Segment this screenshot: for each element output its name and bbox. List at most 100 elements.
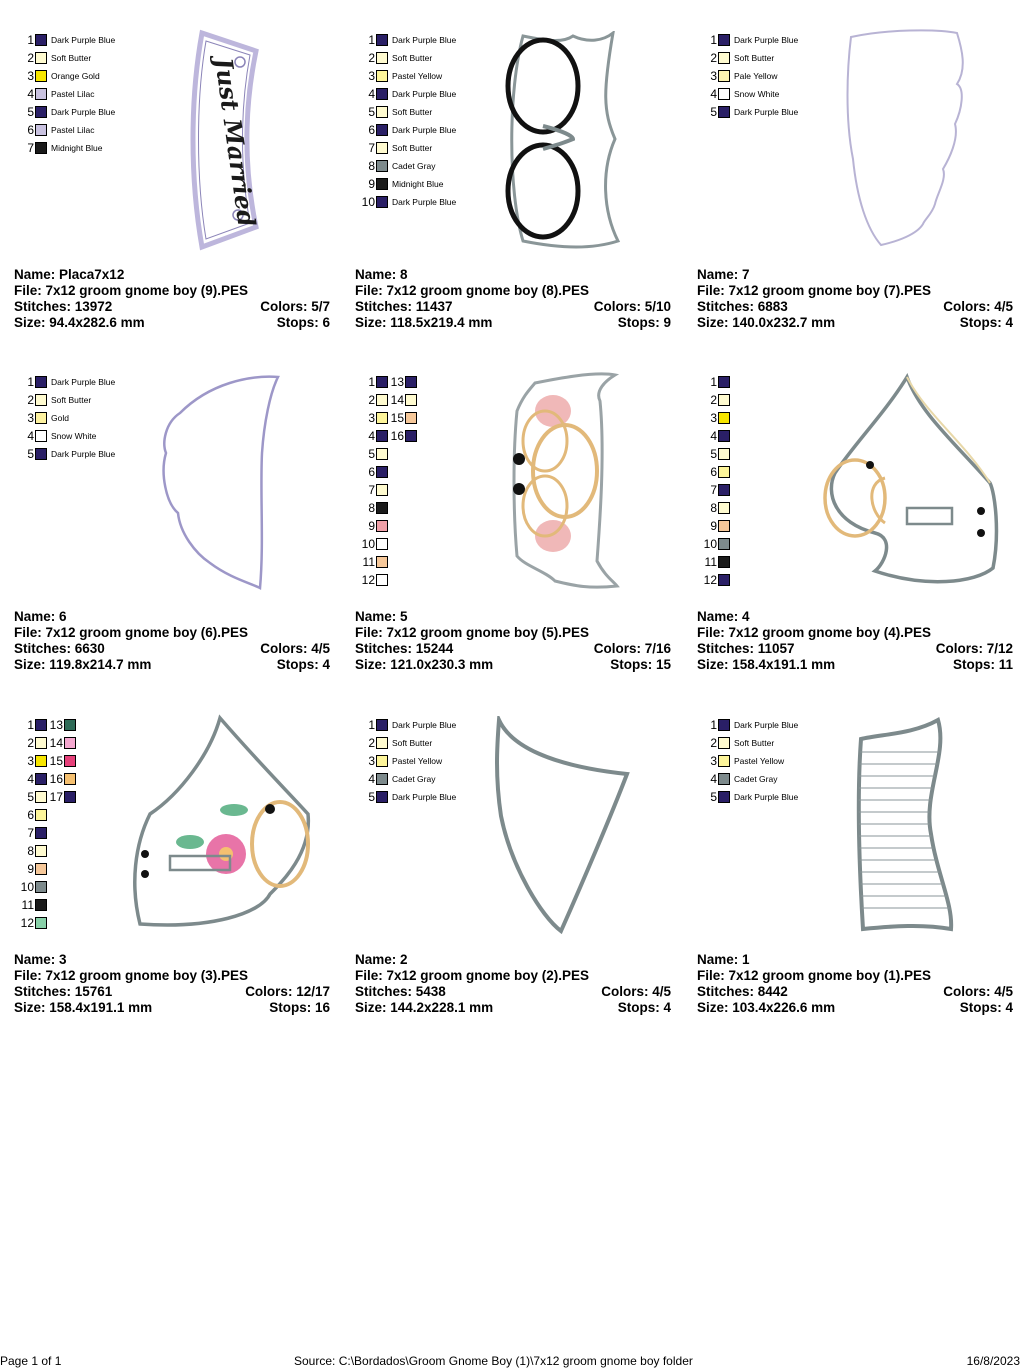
file-field: File: 7x12 groom gnome boy (3).PES xyxy=(14,968,248,983)
stops-field: Stops: 4 xyxy=(960,1000,1013,1016)
thread-name: Pastel Yellow xyxy=(734,756,785,766)
name-label: Name: xyxy=(355,952,401,967)
thread-number: 15 xyxy=(49,754,63,768)
thread-swatch xyxy=(35,719,47,731)
thread-number: 7 xyxy=(368,141,375,155)
name-line: Name: 4 xyxy=(697,609,1013,625)
stops-value: 6 xyxy=(322,315,330,330)
thread-swatch xyxy=(718,34,730,46)
stops-field: Stops: 16 xyxy=(269,1000,330,1016)
file-label: File: xyxy=(697,625,729,640)
stops-value: 4 xyxy=(1005,1000,1013,1015)
stops-value: 11 xyxy=(998,657,1013,672)
colors-field: Colors: 5/7 xyxy=(260,299,330,315)
stops-label: Stops: xyxy=(269,1000,315,1015)
stops-field: Stops: 4 xyxy=(960,315,1013,331)
name-line: Name: 3 xyxy=(14,952,330,968)
thread-swatch xyxy=(718,376,730,388)
thread-number: 1 xyxy=(27,718,34,732)
stops-value: 4 xyxy=(1005,315,1013,330)
thread-row: 7 xyxy=(703,481,730,499)
thread-name: Pale Yellow xyxy=(734,71,778,81)
colors-field: Colors: 5/10 xyxy=(594,299,671,315)
stitches-label: Stitches: xyxy=(14,984,75,999)
colors-value: 7/12 xyxy=(986,641,1013,656)
size-label: Size: xyxy=(355,657,391,672)
file-value: 7x12 groom gnome boy (7).PES xyxy=(728,283,932,298)
size-label: Size: xyxy=(14,657,50,672)
thread-swatch xyxy=(376,502,388,514)
file-line: File: 7x12 groom gnome boy (2).PES xyxy=(355,968,671,984)
thread-row: 6 xyxy=(20,806,76,824)
thread-number: 7 xyxy=(27,141,34,155)
stitches-label: Stitches: xyxy=(355,299,416,314)
size-value: 158.4x191.1 mm xyxy=(732,657,836,672)
name-value: 5 xyxy=(400,609,408,624)
thread-number: 6 xyxy=(368,465,375,479)
name-line: Name: Placa7x12 xyxy=(14,267,330,283)
thread-number: 4 xyxy=(368,429,375,443)
stitches-label: Stitches: xyxy=(355,641,416,656)
name-field: Name: 1 xyxy=(697,952,750,967)
print-date: 16/8/2023 xyxy=(966,1354,1020,1368)
thread-row: 4 xyxy=(703,427,730,445)
thread-number: 3 xyxy=(27,411,34,425)
size-field: Size: 119.8x214.7 mm xyxy=(14,657,151,672)
thread-number: 7 xyxy=(27,826,34,840)
file-field: File: 7x12 groom gnome boy (5).PES xyxy=(355,625,589,640)
file-label: File: xyxy=(14,968,46,983)
colors-field: Colors: 7/16 xyxy=(594,641,671,657)
thread-swatch xyxy=(718,52,730,64)
thread-name: Dark Purple Blue xyxy=(734,720,799,730)
thread-name: Midnight Blue xyxy=(392,179,444,189)
thread-swatch xyxy=(376,520,388,532)
thread-swatch xyxy=(718,448,730,460)
thread-name: Soft Butter xyxy=(51,53,92,63)
thread-name: Soft Butter xyxy=(392,738,433,748)
thread-name: Snow White xyxy=(734,89,780,99)
name-value: 6 xyxy=(59,609,67,624)
name-label: Name: xyxy=(14,609,60,624)
thread-row: 10 xyxy=(20,878,76,896)
thread-row: 12 xyxy=(361,571,417,589)
colors-label: Colors: xyxy=(593,299,645,314)
thread-swatch xyxy=(718,556,730,568)
thread-number: 5 xyxy=(368,105,375,119)
size-field: Size: 158.4x191.1 mm xyxy=(14,1000,152,1015)
name-label: Name: xyxy=(697,609,743,624)
name-line: Name: 5 xyxy=(355,609,671,625)
thread-row: 8 xyxy=(20,842,76,860)
thread-swatch xyxy=(376,412,388,424)
stops-field: Stops: 4 xyxy=(277,657,330,673)
stitches-value: 13972 xyxy=(74,299,113,314)
thread-name: Dark Purple Blue xyxy=(51,377,116,387)
name-value: Placa7x12 xyxy=(59,267,125,282)
stops-field: Stops: 11 xyxy=(953,657,1013,673)
thread-number: 16 xyxy=(390,429,404,443)
thread-number: 1 xyxy=(710,33,717,47)
file-line: File: 7x12 groom gnome boy (3).PES xyxy=(14,968,330,984)
name-value: 3 xyxy=(59,952,67,967)
